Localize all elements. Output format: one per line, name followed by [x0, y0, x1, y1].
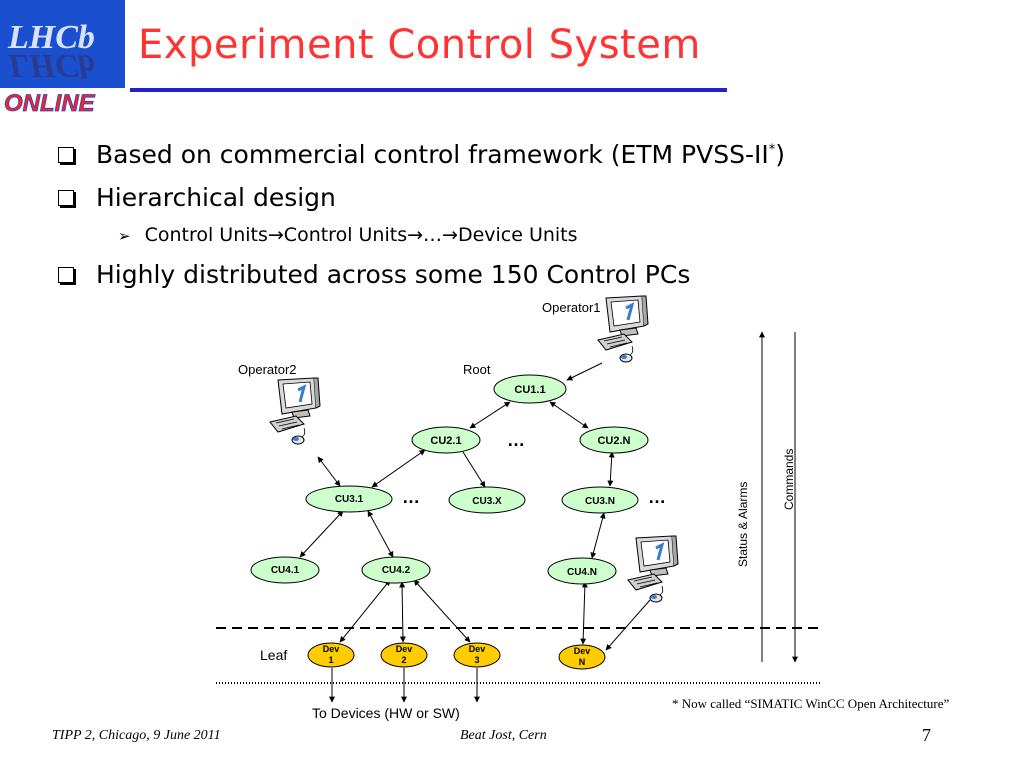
svg-text:CU4.N: CU4.N: [567, 567, 597, 578]
operator1-computer-icon: [596, 294, 650, 364]
svg-text:3: 3: [474, 655, 479, 665]
footer-event: TIPP 2, Chicago, 9 June 2011: [52, 728, 221, 743]
ellipsis-cu2: …: [507, 430, 525, 450]
ellipsis-cu3n: …: [648, 487, 666, 507]
bullet-item: Based on commercial control framework (E…: [58, 140, 785, 169]
bullet-item: Hierarchical design: [58, 183, 336, 212]
ellipsis-cu3: …: [402, 487, 420, 507]
svg-text:CU1.1: CU1.1: [514, 384, 545, 396]
node-cu3-x: CU3.X: [448, 486, 526, 514]
node-cu3-n: CU3.N: [561, 486, 639, 514]
checkbox-bullet-icon: [58, 147, 74, 163]
node-cu4-1: CU4.1: [250, 556, 320, 584]
right-arrow-icon: →: [407, 224, 424, 246]
svg-text:CU4.2: CU4.2: [382, 565, 411, 576]
label-operator1: Operator1: [542, 300, 601, 315]
label-root: Root: [463, 362, 491, 377]
node-cu1-1: CU1.1: [493, 374, 567, 404]
svg-text:Dev: Dev: [323, 644, 340, 654]
label-to-devices: To Devices (HW or SW): [312, 705, 460, 721]
device-dev3: Dev 3: [453, 642, 501, 668]
diagram-connections: [299, 331, 798, 703]
svg-text:2: 2: [401, 655, 406, 665]
label-operator2: Operator2: [238, 362, 297, 377]
checkbox-bullet-icon: [58, 190, 74, 206]
label-status-alarms: Status & Alarms: [736, 482, 750, 567]
node-cu4-n: CU4.N: [547, 557, 617, 585]
device-dev1: Dev 1: [307, 642, 355, 668]
svg-text:ONLINE: ONLINE: [4, 90, 96, 115]
svg-text:Dev: Dev: [469, 644, 486, 654]
checkbox-bullet-icon: [58, 267, 74, 283]
right-arrow-icon: →: [267, 224, 284, 246]
right-arrow-icon: →: [442, 224, 458, 246]
bullet-item: Highly distributed across some 150 Contr…: [58, 260, 690, 289]
title-underline: [130, 88, 727, 92]
operator2-computer-icon: [268, 376, 322, 446]
svg-text:CU2.N: CU2.N: [597, 435, 630, 447]
svg-text:CU2.1: CU2.1: [430, 435, 461, 447]
slide-title: Experiment Control System: [138, 22, 701, 68]
arrowhead-bullet-icon: ➢: [118, 227, 131, 245]
svg-text:CU3.1: CU3.1: [335, 494, 364, 505]
node-cu2-n: CU2.N: [579, 426, 649, 454]
svg-text:1: 1: [328, 655, 333, 665]
svg-text:LHCb: LHCb: [7, 47, 95, 84]
label-leaf: Leaf: [260, 647, 287, 663]
footnote: * Now called “SIMATIC WinCC Open Archite…: [672, 696, 950, 711]
svg-text:CU3.X: CU3.X: [472, 496, 502, 507]
slide-number: 7: [922, 725, 931, 745]
device-devn: Dev N: [558, 644, 606, 670]
footer-author: Beat Jost, Cern: [460, 728, 547, 743]
label-commands: Commands: [782, 449, 796, 510]
svg-text:LHCb: LHCb: [7, 19, 95, 56]
node-cu4-2: CU4.2: [361, 556, 431, 584]
sub-bullet-item: ➢Control Units→Control Units→…→Device Un…: [118, 224, 578, 246]
lhcb-online-logo: LHCb LHCb ONLINE: [0, 0, 125, 115]
svg-text:Dev: Dev: [574, 646, 591, 656]
svg-text:N: N: [579, 657, 586, 667]
operator3-computer-icon: [626, 534, 680, 604]
svg-text:CU3.N: CU3.N: [585, 496, 615, 507]
device-dev2: Dev 2: [380, 642, 428, 668]
node-cu3-1: CU3.1: [305, 485, 393, 513]
svg-text:CU4.1: CU4.1: [271, 565, 300, 576]
svg-text:Dev: Dev: [396, 644, 413, 654]
node-cu2-1: CU2.1: [411, 426, 481, 454]
